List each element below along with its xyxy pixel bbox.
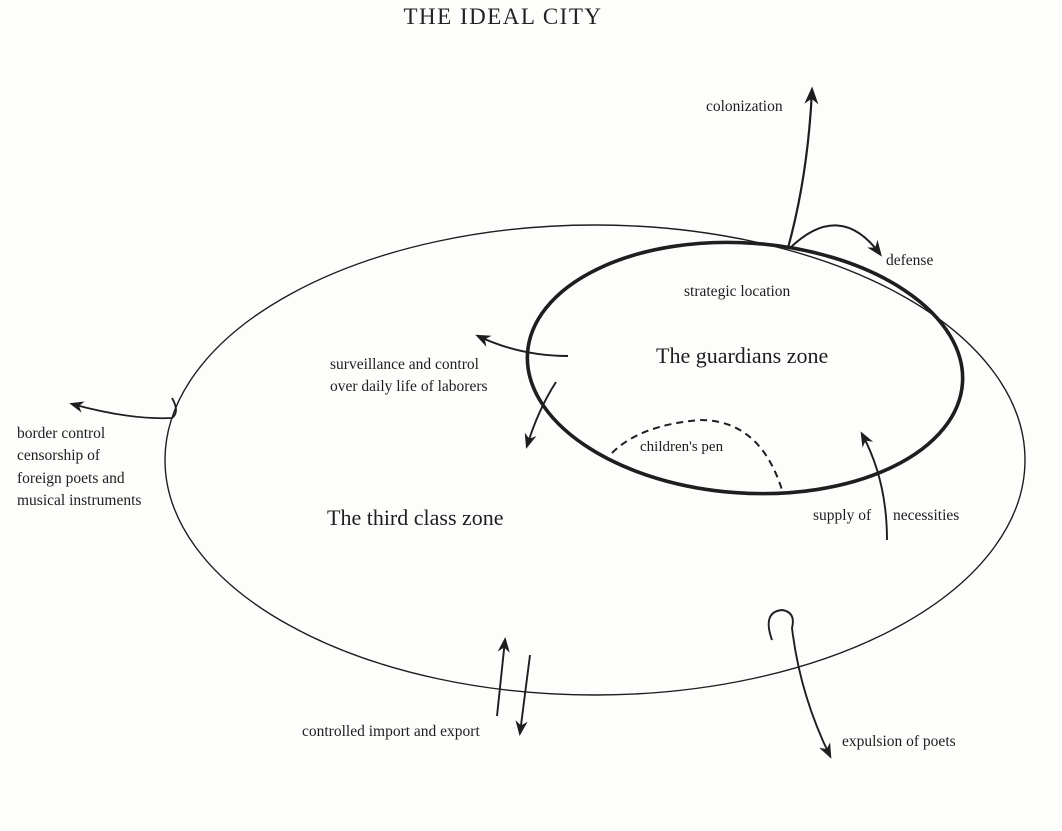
label-border-line-3: foreign poets and bbox=[17, 469, 125, 487]
guardians-zone-label: The guardians zone bbox=[656, 343, 829, 368]
label-border-control: border control censorship of foreign poe… bbox=[17, 423, 141, 513]
label-necessities: necessities bbox=[893, 507, 960, 524]
label-border-line-2: censorship of bbox=[17, 447, 101, 465]
label-colonization: colonization bbox=[706, 98, 783, 115]
label-supply-of: supply of bbox=[813, 507, 872, 524]
label-expulsion: expulsion of poets bbox=[842, 733, 956, 750]
export-arrow bbox=[515, 654, 531, 737]
diagram-title: THE IDEAL CITY bbox=[403, 4, 603, 29]
label-border-line-4: musical instruments bbox=[17, 492, 142, 510]
label-strategic-location: strategic location bbox=[684, 283, 791, 300]
surveillance-arrow-out bbox=[475, 334, 569, 357]
third-class-zone-label: The third class zone bbox=[327, 505, 504, 530]
supply-arrow bbox=[860, 431, 888, 541]
label-import-export: controlled import and export bbox=[302, 723, 480, 740]
city-boundary bbox=[164, 224, 1026, 696]
label-defense: defense bbox=[886, 252, 934, 269]
childrens-pen-boundary bbox=[611, 418, 783, 491]
label-surveillance-line-1: surveillance and control bbox=[330, 356, 479, 373]
defense-arrow bbox=[789, 224, 882, 257]
expulsion-arrow bbox=[767, 609, 832, 759]
surveillance-arrow-down bbox=[524, 381, 557, 449]
label-border-line-1: border control bbox=[17, 425, 106, 442]
colonization-arrow bbox=[786, 86, 819, 249]
childrens-pen-label: children's pen bbox=[640, 439, 724, 455]
border-control-arrow bbox=[69, 397, 177, 420]
label-surveillance-line-2: over daily life of laborers bbox=[330, 378, 488, 396]
import-arrow bbox=[496, 636, 510, 717]
label-surveillance: surveillance and control over daily life… bbox=[330, 354, 488, 399]
